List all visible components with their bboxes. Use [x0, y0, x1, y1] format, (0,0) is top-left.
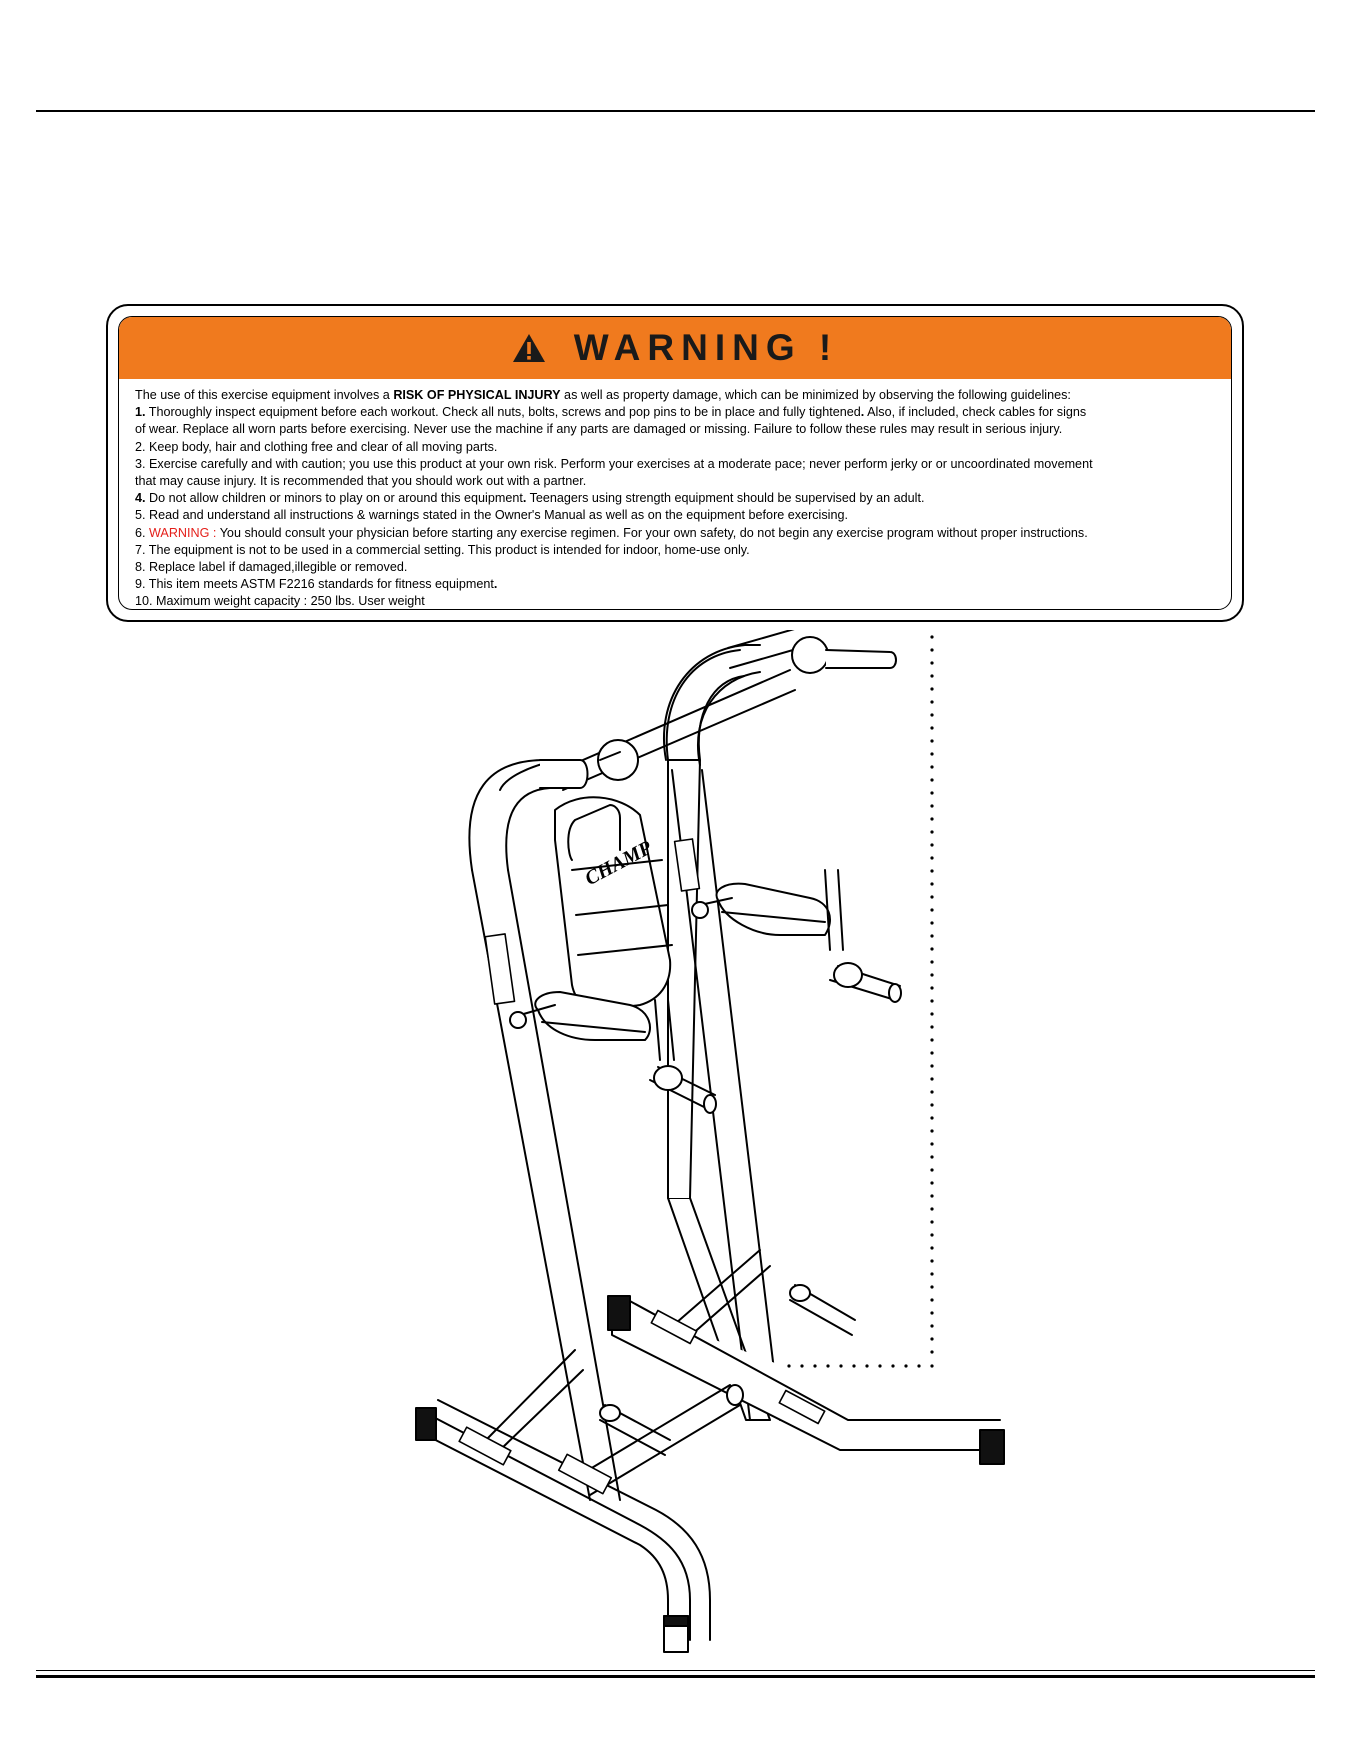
bottom-rule: [36, 1675, 1315, 1678]
warning-item-5: 5. Read and understand all instructions …: [135, 508, 848, 523]
bottom-rule-thin: [36, 1670, 1315, 1671]
warning-item-2: 2. Keep body, hair and clothing free and…: [135, 439, 498, 454]
warning-item-1: 1. Thoroughly inspect equipment before e…: [135, 405, 1087, 420]
warning-item-9: 9. This item meets ASTM F2216 standards …: [135, 577, 498, 592]
warning-item-3: 3. Exercise carefully and with caution; …: [135, 456, 1093, 471]
label-leader-dotted-line: [735, 635, 934, 1368]
warning-label-frame: WARNING ! The use of this exercise equip…: [106, 304, 1244, 622]
warning-intro: The use of this exercise equipment invol…: [135, 388, 1071, 402]
front-armrest: [509, 991, 717, 1114]
top-rule: [36, 110, 1315, 112]
warning-label: WARNING ! The use of this exercise equip…: [118, 316, 1232, 610]
warning-body: The use of this exercise equipment invol…: [119, 379, 1231, 609]
warning-item-4: 4. Do not allow children or minors to pl…: [135, 491, 925, 506]
power-tower-illustration: CHAMP: [415, 630, 1005, 1653]
warning-item-6: 6. WARNING : You should consult your phy…: [135, 525, 1088, 540]
rear-armrest: [691, 869, 902, 1003]
warning-header: WARNING !: [119, 317, 1231, 379]
rear-frame: [607, 630, 1005, 1465]
warning-item-8: 8. Replace label if damaged,illegible or…: [135, 560, 408, 575]
warning-item-1-cont: of wear. Replace all worn parts before e…: [135, 422, 1063, 437]
back-pad: CHAMP: [554, 796, 673, 1011]
front-frame: [415, 759, 744, 1653]
warning-item-10: 10. Maximum weight capacity : 250 lbs. U…: [135, 594, 425, 609]
bracket-plates: [458, 838, 826, 1495]
warning-item-3-cont: that may cause injury. It is recommended…: [135, 474, 587, 489]
warning-item-7: 7. The equipment is not to be used in a …: [135, 542, 750, 557]
warning-title: WARNING !: [573, 327, 839, 368]
warning-triangle-icon: [512, 334, 545, 362]
